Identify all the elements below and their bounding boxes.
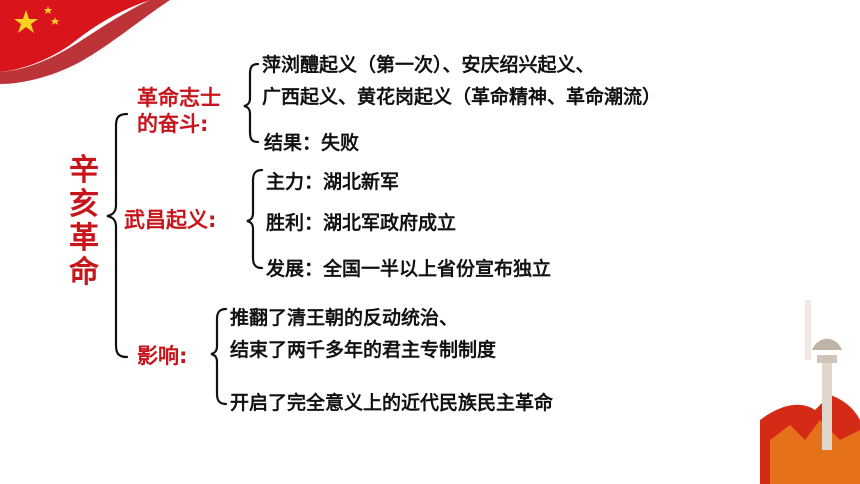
branch-1-label-line-2: 的奋斗:	[137, 112, 209, 136]
branch-3-bracket	[210, 307, 228, 406]
branch-2-item-3: 发展：全国一半以上省份宣布独立	[266, 258, 552, 280]
root-node: 辛亥革命	[69, 153, 99, 290]
branch-1-item-1: 萍浏醴起义（第一次）、安庆绍兴起义、	[262, 54, 595, 76]
branch-1-item-3: 结果：失败	[264, 132, 360, 154]
branch-1-item-2: 广西起义、黄花岗起义（革命精神、革命潮流）	[262, 86, 662, 108]
branch-3-item-3: 开启了完全意义上的近代民族民主革命	[230, 392, 554, 414]
branch-2-item-1: 主力：湖北新军	[266, 171, 400, 193]
branch-1-label-line-1: 革命志士	[137, 86, 221, 110]
branch-3-item-2: 结束了两千多年的君主专制制度	[230, 339, 497, 361]
branch-2-bracket	[246, 168, 264, 270]
branch-2-label: 武昌起义:	[124, 208, 217, 232]
root-bracket	[106, 112, 129, 359]
branch-3-label: 影响:	[137, 344, 188, 368]
branch-3-item-1: 推翻了清王朝的反动统治、	[230, 307, 459, 329]
branch-2-item-2: 胜利：湖北军政府成立	[266, 212, 457, 234]
branch-1-bracket	[243, 62, 260, 144]
